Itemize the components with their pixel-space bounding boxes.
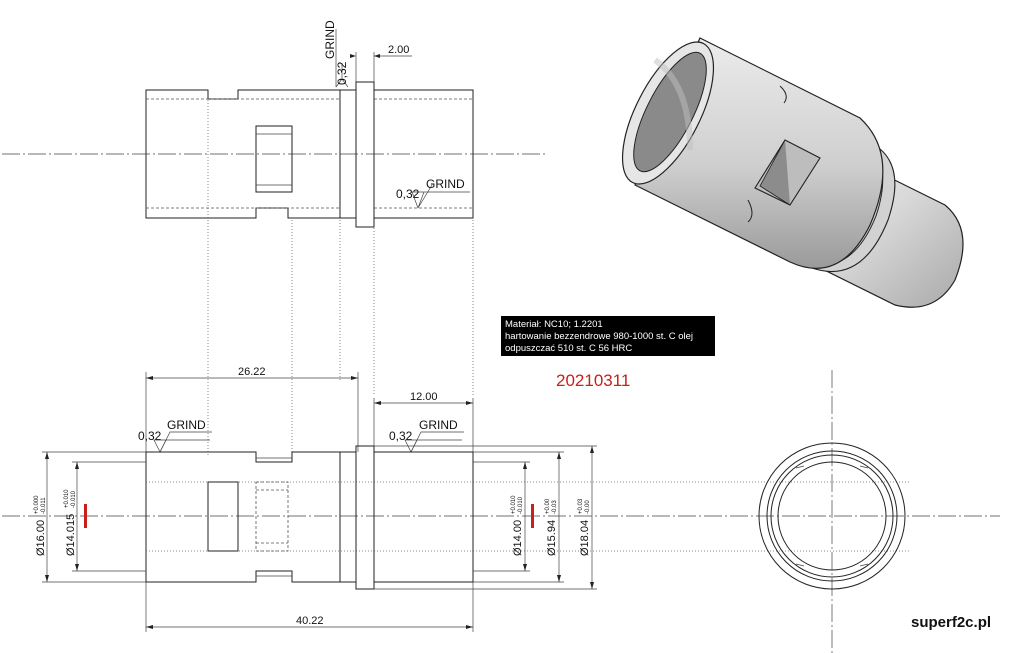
dim-d14: Ø14.00 +0.010 -0.010 [511,495,524,556]
dim-d1594: Ø15.94 +0.00 -0.03 [545,498,558,556]
svg-text:GRIND: GRIND [323,20,337,59]
svg-text:-0.03: -0.03 [552,500,558,514]
front-view-right-body [374,451,474,583]
red-marker-left [84,504,87,528]
svg-text:Ø14.015: Ø14.015 [65,514,77,556]
svg-text:Ø16.00: Ø16.00 [35,520,47,556]
top-view-right-body [374,89,474,219]
end-view [758,370,906,653]
dim-12-00: 12.00 [410,391,438,403]
isometric-view [621,37,964,308]
top-view-flange [355,81,375,228]
svg-text:-0.010: -0.010 [518,496,524,514]
front-view-window [207,481,239,552]
front-view-flange [355,445,375,590]
roughness-symbol-front-left: 0,32 GRIND [138,418,212,453]
svg-text:+0.010: +0.010 [64,489,70,508]
svg-text:+0.00: +0.00 [545,498,551,514]
dim-d14015: Ø14.015 +0.010 -0.010 [64,489,77,556]
svg-text:-0.00: -0.00 [585,500,591,514]
front-view-left-body [145,451,341,583]
dim-d16: Ø16.00 +0.000 -0.011 [34,495,47,556]
dim-40-22: 40.22 [296,615,324,627]
svg-text:Materiał: NC10; 1.2201: Materiał: NC10; 1.2201 [505,319,603,330]
front-view: 26.22 12.00 0,32 GRIND 0,32 GRIND [2,366,1000,632]
roughness-symbol-top-right: 0,32 GRIND [396,177,470,209]
dim-flange-width: 2.00 [388,44,409,56]
svg-text:+0.03: +0.03 [578,498,584,514]
roughness-symbol-top-vertical: 0,32 GRIND [323,20,349,88]
svg-text:0,32: 0,32 [389,429,413,443]
red-marker-right [531,504,534,528]
svg-text:GRIND: GRIND [167,418,206,432]
svg-text:0,32: 0,32 [396,187,420,201]
front-view-window-hidden [255,481,289,552]
material-note: Materiał: NC10; 1.2201 hartowanie bezzen… [501,316,715,356]
end-view-outer-circle [758,442,906,590]
website-label[interactable]: superf2c.pl [911,614,991,631]
dim-26-22: 26.22 [238,366,266,378]
svg-text:Ø18.04: Ø18.04 [579,520,591,556]
dim-d1804: Ø18.04 +0.03 -0.00 [578,498,591,556]
svg-text:GRIND: GRIND [426,177,465,191]
svg-text:+0.000: +0.000 [34,495,40,514]
svg-text:-0.010: -0.010 [71,490,77,508]
svg-text:Ø15.94: Ø15.94 [546,520,558,556]
end-view-bore-circle [777,461,887,571]
svg-text:0,32: 0,32 [335,61,349,85]
svg-text:Ø14.00: Ø14.00 [512,520,524,556]
svg-text:-0.011: -0.011 [41,497,47,514]
svg-text:hartowanie bezzendrowe 980-100: hartowanie bezzendrowe 980-1000 st. C ol… [505,331,693,342]
drawing-number: 20210311 [556,371,630,390]
roughness-symbol-front-right: 0,32 GRIND [389,418,464,453]
top-view: 2.00 0,32 GRIND 0,32 GRIND [2,20,545,228]
svg-text:odpuszczać 510 st. C 56 HRC: odpuszczać 510 st. C 56 HRC [505,343,632,354]
top-view-window [255,125,293,193]
svg-text:0,32: 0,32 [138,429,162,443]
svg-text:GRIND: GRIND [419,418,458,432]
projection-lines [207,100,474,455]
svg-text:+0.010: +0.010 [511,495,517,514]
